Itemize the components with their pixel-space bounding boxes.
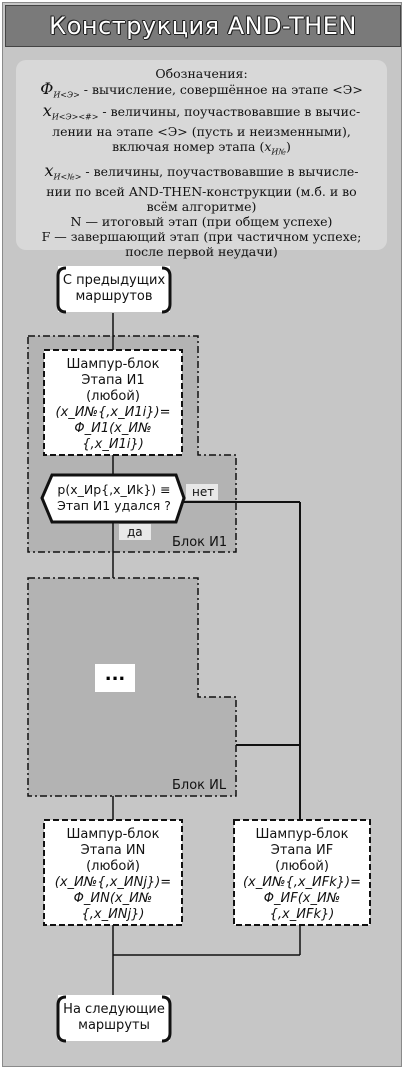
legend-heading: Обозначения: [155, 66, 248, 81]
start-label: С предыдущих маршрутов [60, 273, 168, 305]
process-n-box [43, 819, 183, 926]
process-f-line3: (любой) [275, 859, 329, 874]
end-line2: маршруты [78, 1018, 150, 1033]
decision-i1-label: p(x_Ир{,x_Иk}) ≡ Этап И1 удался ? [50, 482, 178, 514]
process-n-label: Шампур-блок Этапа ИN (любой) (x_И№{,x_ИN… [44, 827, 182, 923]
decision-i1-line2: Этап И1 удался ? [57, 498, 171, 513]
process-f-formula2: Φ_ИF(x_И№{,x_ИFk}) [263, 891, 341, 922]
block-il-label: Блок ИL [172, 778, 227, 793]
no-label-bg [186, 484, 218, 500]
start-line2: маршрутов [75, 289, 153, 304]
yes-label: да [127, 525, 143, 539]
process-n-formula2: Φ_ИN(x_И№{,x_ИNj}) [73, 891, 153, 922]
no-label: нет [192, 485, 215, 499]
legend-item-2-line3-subscript: И№ [271, 147, 286, 157]
legend-item-2-line2: лении на этапе <Э> (пусть и неизменными)… [52, 124, 351, 139]
legend-item-2-line3a: включая номер этапа ( [112, 139, 265, 154]
legend-item-3-symbol: x [44, 160, 54, 180]
legend-item-2: xИ<Э><#> - величины, поучаствовавшие в в… [24, 100, 379, 125]
process-f-box [233, 819, 371, 926]
legend-item-3-line3: всём алгоритме) [146, 199, 257, 214]
start-line1: С предыдущих [62, 273, 166, 288]
end-label: На следующие маршруты [60, 1002, 168, 1034]
process-n-line2: Этапа ИN [80, 843, 146, 858]
legend-item-4: N — итоговый этап (при общем успехе) [70, 214, 333, 229]
process-i1-line3: (любой) [86, 389, 140, 404]
decision-i1-shape [40, 473, 186, 524]
process-f-line2: Этапа ИF [270, 843, 334, 858]
process-i1-line2: Этапа И1 [81, 373, 145, 388]
legend-item-1-subscript: И<Э> [53, 90, 80, 100]
process-f-line1: Шампур-блок [255, 827, 349, 842]
process-f-formula1: (x_И№{,x_ИFk})= [242, 875, 362, 890]
legend-item-3: xИ<№> - величины, поучаствовавшие в вычи… [24, 160, 379, 185]
process-n-formula1: (x_И№{,x_ИNj})= [54, 875, 172, 890]
legend-item-2-line3: включая номер этапа (xИ№) [24, 139, 379, 160]
end-bracket-left [56, 995, 67, 1043]
legend-box: Обозначения: ΦИ<Э> - вычисление, совершё… [16, 60, 387, 259]
ellipsis: ... [95, 664, 135, 692]
end-terminal [58, 995, 170, 1041]
legend-item-3-text: - величины, поучаствовавшие в вычисле- [81, 163, 359, 179]
diagram-title: Конструкция AND-THEN [5, 5, 401, 47]
process-f-label: Шампур-блок Этапа ИF (любой) (x_И№{,x_ИF… [234, 827, 370, 923]
legend-item-3-line2: нии по всей AND-THEN-конструкции (м.б. и… [46, 184, 357, 199]
legend-item-5-line2: после первой неудачи) [125, 244, 278, 259]
process-i1-line1: Шампур-блок [66, 357, 160, 372]
decision-i1-line1: p(x_Ир{,x_Иk}) ≡ [57, 482, 171, 497]
legend-item-3-subscript: И<№> [53, 172, 82, 181]
start-terminal [58, 266, 170, 312]
end-line1: На следующие [63, 1002, 165, 1017]
process-i1-formula2: Φ_И1(x_И№{,x_И1i}) [74, 421, 152, 452]
process-i1-label: Шампур-блок Этапа И1 (любой) (x_И№{,x_И1… [44, 357, 182, 453]
process-i1-formula1: (x_И№{,x_И1i})= [55, 405, 171, 420]
legend-item-1-text: - вычисление, совершённое на этапе <Э> [79, 82, 363, 97]
legend-item-2-subscript: И<Э><#> [51, 112, 99, 121]
legend-item-5: F — завершающий этап (при частичном успе… [41, 229, 362, 244]
process-i1-box [43, 349, 183, 456]
yes-label-bg [119, 524, 151, 540]
legend-item-2-symbol: x [42, 100, 52, 120]
legend-item-1: ΦИ<Э> - вычисление, совершённое на этапе… [24, 81, 379, 103]
legend-item-2-line3-symbol: x [264, 139, 272, 154]
legend-item-1-symbol: Φ [40, 79, 54, 98]
process-n-line1: Шампур-блок [66, 827, 160, 842]
legend-item-2-line3b: ) [285, 139, 291, 154]
end-bracket-right [161, 995, 172, 1043]
process-n-line3: (любой) [86, 859, 140, 874]
start-bracket-left [56, 266, 67, 314]
legend-item-2-text: - величины, поучаствовавшие в вычис- [98, 103, 361, 119]
block-i1-label: Блок И1 [172, 535, 228, 550]
start-bracket-right [161, 266, 172, 314]
